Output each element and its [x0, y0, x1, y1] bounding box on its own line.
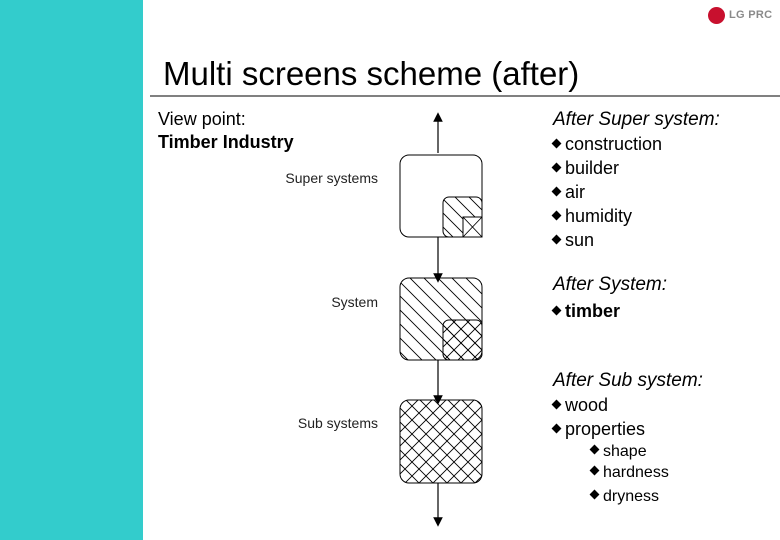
sub-subitem: shape: [589, 442, 647, 462]
lg-logo-icon: [708, 6, 725, 24]
sub-subitem: hardness: [589, 463, 669, 483]
super-systems-box: [399, 154, 483, 238]
diamond-bullet-icon: [551, 210, 562, 221]
system-heading: After System:: [553, 274, 668, 295]
super-item: construction: [551, 133, 662, 155]
left-accent-bar: [0, 0, 143, 540]
sub-item: properties: [551, 418, 645, 440]
viewpoint-label: View point:: [158, 109, 246, 129]
multi-screen-diagram: Super systems System Sub systems: [285, 112, 483, 527]
diamond-bullet-icon: [551, 399, 562, 410]
super-item: air: [551, 181, 585, 203]
slide-title: Multi screens scheme (after): [163, 55, 580, 92]
system-item: timber: [551, 300, 620, 322]
super-item: humidity: [551, 205, 632, 227]
viewpoint-value: Timber Industry: [158, 132, 294, 152]
lg-logo: LG PRC: [708, 6, 772, 24]
viewpoint: View point: Timber Industry: [158, 108, 294, 154]
diamond-bullet-icon: [589, 489, 600, 500]
diamond-bullet-icon: [589, 444, 600, 455]
super-item: builder: [551, 157, 619, 179]
lg-logo-text: LG PRC: [729, 9, 773, 21]
diamond-bullet-icon: [551, 305, 562, 316]
diamond-bullet-icon: [551, 234, 562, 245]
level-label-super: Super systems: [285, 170, 378, 186]
diamond-bullet-icon: [551, 186, 562, 197]
diamond-bullet-icon: [551, 138, 562, 149]
system-box: [399, 277, 483, 361]
sub-subitem: dryness: [589, 487, 659, 507]
diamond-bullet-icon: [551, 162, 562, 173]
super-heading: After Super system:: [553, 109, 720, 130]
title-divider: [150, 95, 780, 97]
diamond-bullet-icon: [551, 423, 562, 434]
super-item: sun: [551, 229, 594, 251]
sub-item: wood: [551, 394, 608, 416]
level-label-sub: Sub systems: [298, 415, 378, 431]
level-label-system: System: [331, 294, 378, 310]
sub-systems-box: [399, 399, 483, 484]
diamond-bullet-icon: [589, 465, 600, 476]
sub-heading: After Sub system:: [553, 370, 703, 391]
